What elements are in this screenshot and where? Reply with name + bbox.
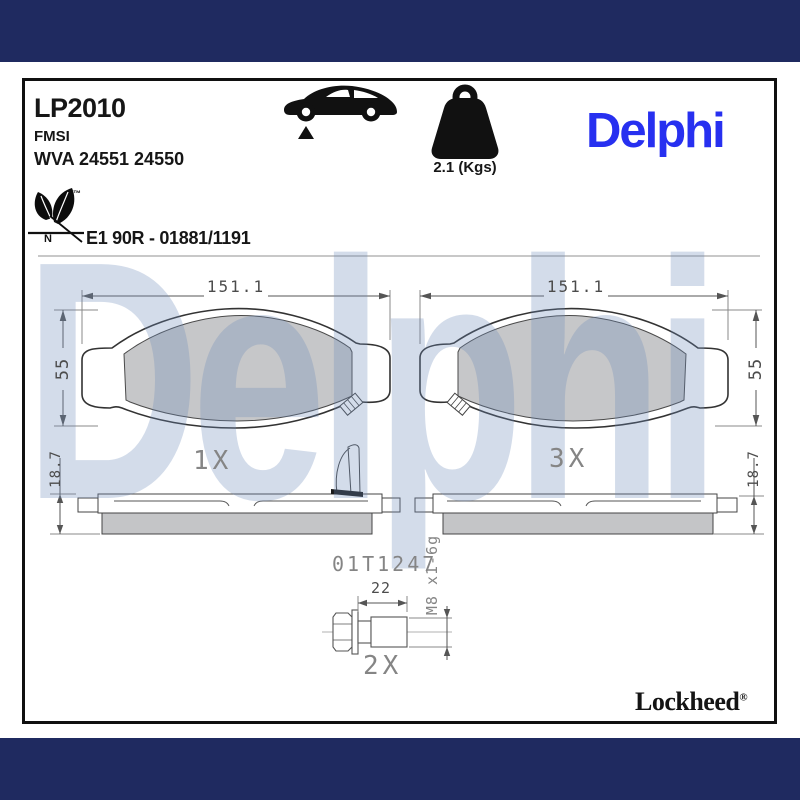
dim-thickness-left: 18.7: [48, 450, 64, 488]
bolt-thread-spec: M8 x1-6g: [423, 534, 441, 616]
dim-height-left: 55: [53, 357, 73, 381]
fmsi-label: FMSI: [34, 128, 70, 145]
dim-length-right: 151.1: [546, 277, 606, 296]
product-code: LP2010: [34, 93, 126, 123]
bolt-qty-label: 2X: [363, 651, 403, 681]
eco-leaf-icon: [28, 188, 84, 243]
dim-height-right: 55: [746, 357, 766, 381]
front-axle-marker: [298, 126, 314, 139]
lockheed-text: Lockheed: [635, 687, 740, 716]
bolt-length-dim: 22: [370, 579, 392, 597]
bolt-code: 01T1247: [332, 552, 438, 576]
bottom-brand-bar: [0, 738, 800, 800]
qty-label-left: 1X: [193, 446, 233, 476]
eco-n-label: N: [44, 233, 52, 245]
car-icon: [284, 85, 397, 139]
dim-length-left: 151.1: [206, 277, 266, 296]
approval-number: E1 90R - 01881/1191: [86, 228, 251, 248]
header-divider: [38, 255, 760, 257]
weight-icon: [431, 84, 499, 159]
wva-number: WVA 24551 24550: [34, 149, 185, 169]
top-brand-bar: [0, 0, 800, 62]
qty-label-right: 3X: [549, 444, 589, 474]
weight-value: 2.1 (Kgs): [433, 159, 497, 176]
delphi-logo: Delphi: [586, 104, 726, 158]
registered-mark: ®: [739, 691, 748, 704]
lockheed-logo: Lockheed®: [635, 687, 748, 717]
dim-thickness-right: 18.7: [746, 450, 762, 488]
trademark-mark: ™: [73, 189, 81, 198]
